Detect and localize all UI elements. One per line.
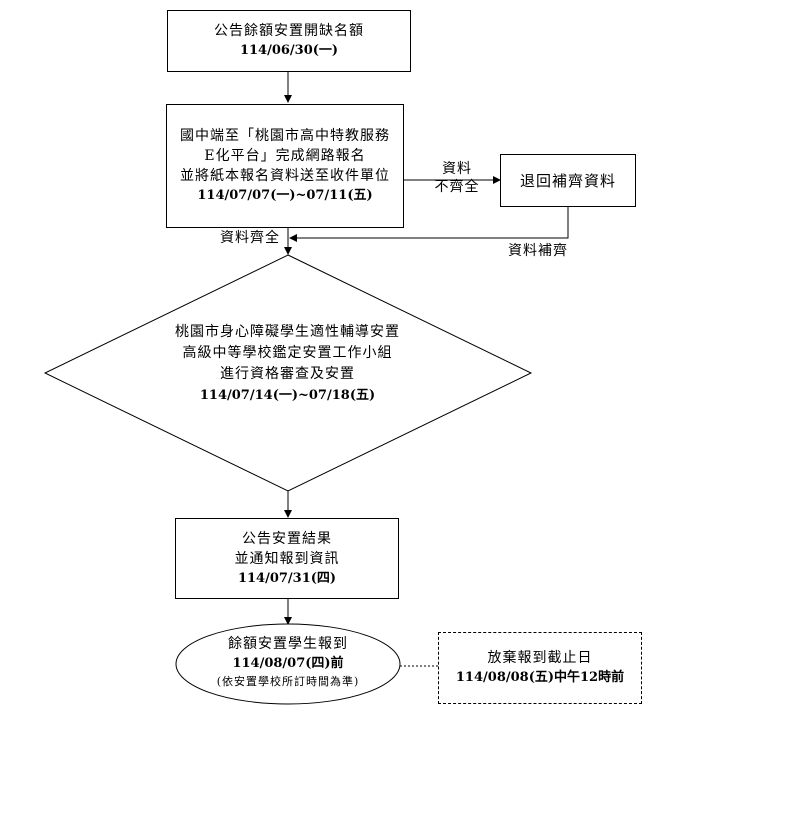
review-line1: 桃園市身心障礙學生適性輔導安置 [175,324,400,340]
register-date: 114/07/07(一)~07/11(五) [197,188,373,203]
review-text: 桃園市身心障礙學生適性輔導安置 高級中等學校鑑定安置工作小組 進行資格審查及安置… [140,322,435,406]
incomplete-label-line2: 不齊全 [434,179,480,195]
announce-date: 114/06/30(一) [239,43,339,58]
register-line1: 國中端至「桃園市高中特教服務 [180,128,390,144]
result-line2: 並通知報到資訊 [234,550,340,567]
register-box: 國中端至「桃園市高中特教服務 E化平台」完成網路報名 並將紙本報名資料送至收件單… [166,104,404,228]
review-line2: 高級中等學校鑑定安置工作小組 [182,345,393,361]
result-line1: 公告安置結果 [242,530,332,547]
announce-box: 公告餘額安置開缺名額 114/06/30(一) [167,10,411,72]
review-line3: 進行資格審查及安置 [220,366,355,382]
return-box: 退回補齊資料 [500,154,636,207]
return-text: 退回補齊資料 [519,171,616,190]
register-line2: E化平台」完成網路報名 [204,148,366,164]
report-ellipse [175,623,401,705]
review-date: 114/07/14(一)~07/18(五) [199,388,376,403]
waive-date: 114/08/08(五)中午12時前 [455,670,625,685]
arrow-return-to-main [289,207,569,242]
waive-box: 放棄報到截止日 114/08/08(五)中午12時前 [438,632,642,704]
complete-label: 資料齊全 [220,230,280,246]
incomplete-label-line1: 資料 [442,161,472,177]
result-date: 114/07/31(四) [237,570,337,586]
result-box: 公告安置結果 並通知報到資訊 114/07/31(四) [175,518,399,599]
report-text: 餘額安置學生報到 114/08/07(四)前 (依安置學校所訂時間為準) [176,634,400,690]
announce-title: 公告餘額安置開缺名額 [214,23,364,39]
incomplete-label: 資料 不齊全 [424,160,490,196]
waive-title: 放棄報到截止日 [487,650,593,666]
supplement-label: 資料補齊 [508,243,568,259]
report-title: 餘額安置學生報到 [228,636,348,652]
report-note: (依安置學校所訂時間為準) [216,675,360,688]
register-line3: 並將紙本報名資料送至收件單位 [180,168,390,184]
report-date: 114/08/07(四)前 [232,656,344,671]
